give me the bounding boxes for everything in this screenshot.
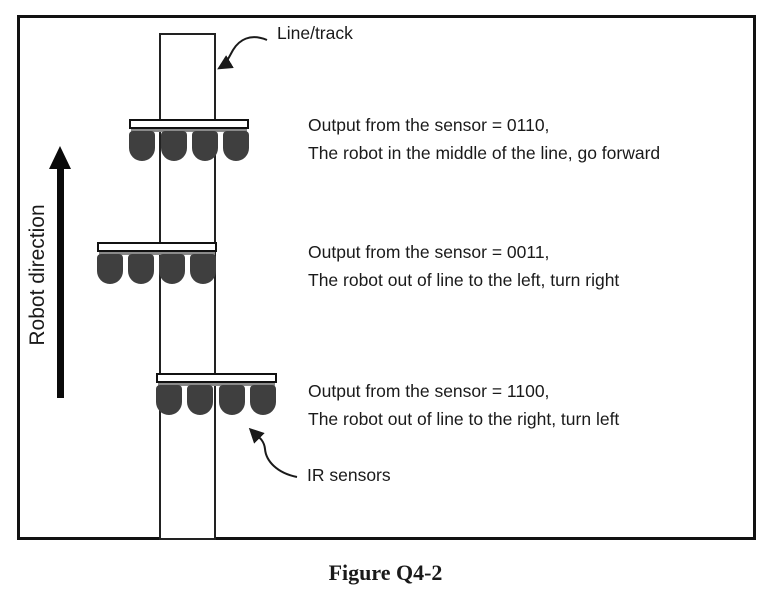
ir-sensor [190,254,216,284]
line-track-label: Line/track [277,23,353,43]
ir-sensor [250,385,276,415]
sensor-bar-right-shadow [158,383,275,386]
annotation-middle-line1: Output from the sensor = 0110, [308,115,550,135]
ir-sensor [159,254,185,284]
sensor-bar-middle-shadow [131,129,247,132]
ir-sensor [156,385,182,415]
ir-sensor [97,254,123,284]
ir-sensor [128,254,154,284]
annotation-left: Output from the sensor = 0011, The robot… [308,238,619,294]
ir-sensor [161,131,187,161]
sensor-bar-right [156,373,277,383]
sensor-bar-left [97,242,217,252]
ir-sensors-label: IR sensors [307,465,391,485]
annotation-left-line2: The robot out of line to the left, turn … [308,270,620,290]
figure-caption: Figure Q4-2 [328,560,443,585]
ir-sensor [187,385,213,415]
ir-sensor [219,385,245,415]
sensor-bar-middle [129,119,249,129]
annotation-right: Output from the sensor = 1100, The robot… [308,377,619,433]
annotation-right-line2: The robot out of line to the right, turn… [308,409,620,429]
robot-direction-arrow [57,166,64,398]
ir-sensor [129,131,155,161]
annotation-middle-line2: The robot in the middle of the line, go … [308,143,661,163]
annotation-right-line1: Output from the sensor = 1100, [308,381,550,401]
line-track [159,33,216,540]
annotation-left-line1: Output from the sensor = 0011, [308,242,550,262]
sensor-bar-left-shadow [99,252,215,255]
robot-direction-label: Robot direction [26,204,49,346]
annotation-middle: Output from the sensor = 0110, The robot… [308,111,660,167]
diagram-frame [17,15,756,540]
ir-sensor [223,131,249,161]
robot-direction-arrowhead-icon [49,146,71,169]
ir-sensor [192,131,218,161]
